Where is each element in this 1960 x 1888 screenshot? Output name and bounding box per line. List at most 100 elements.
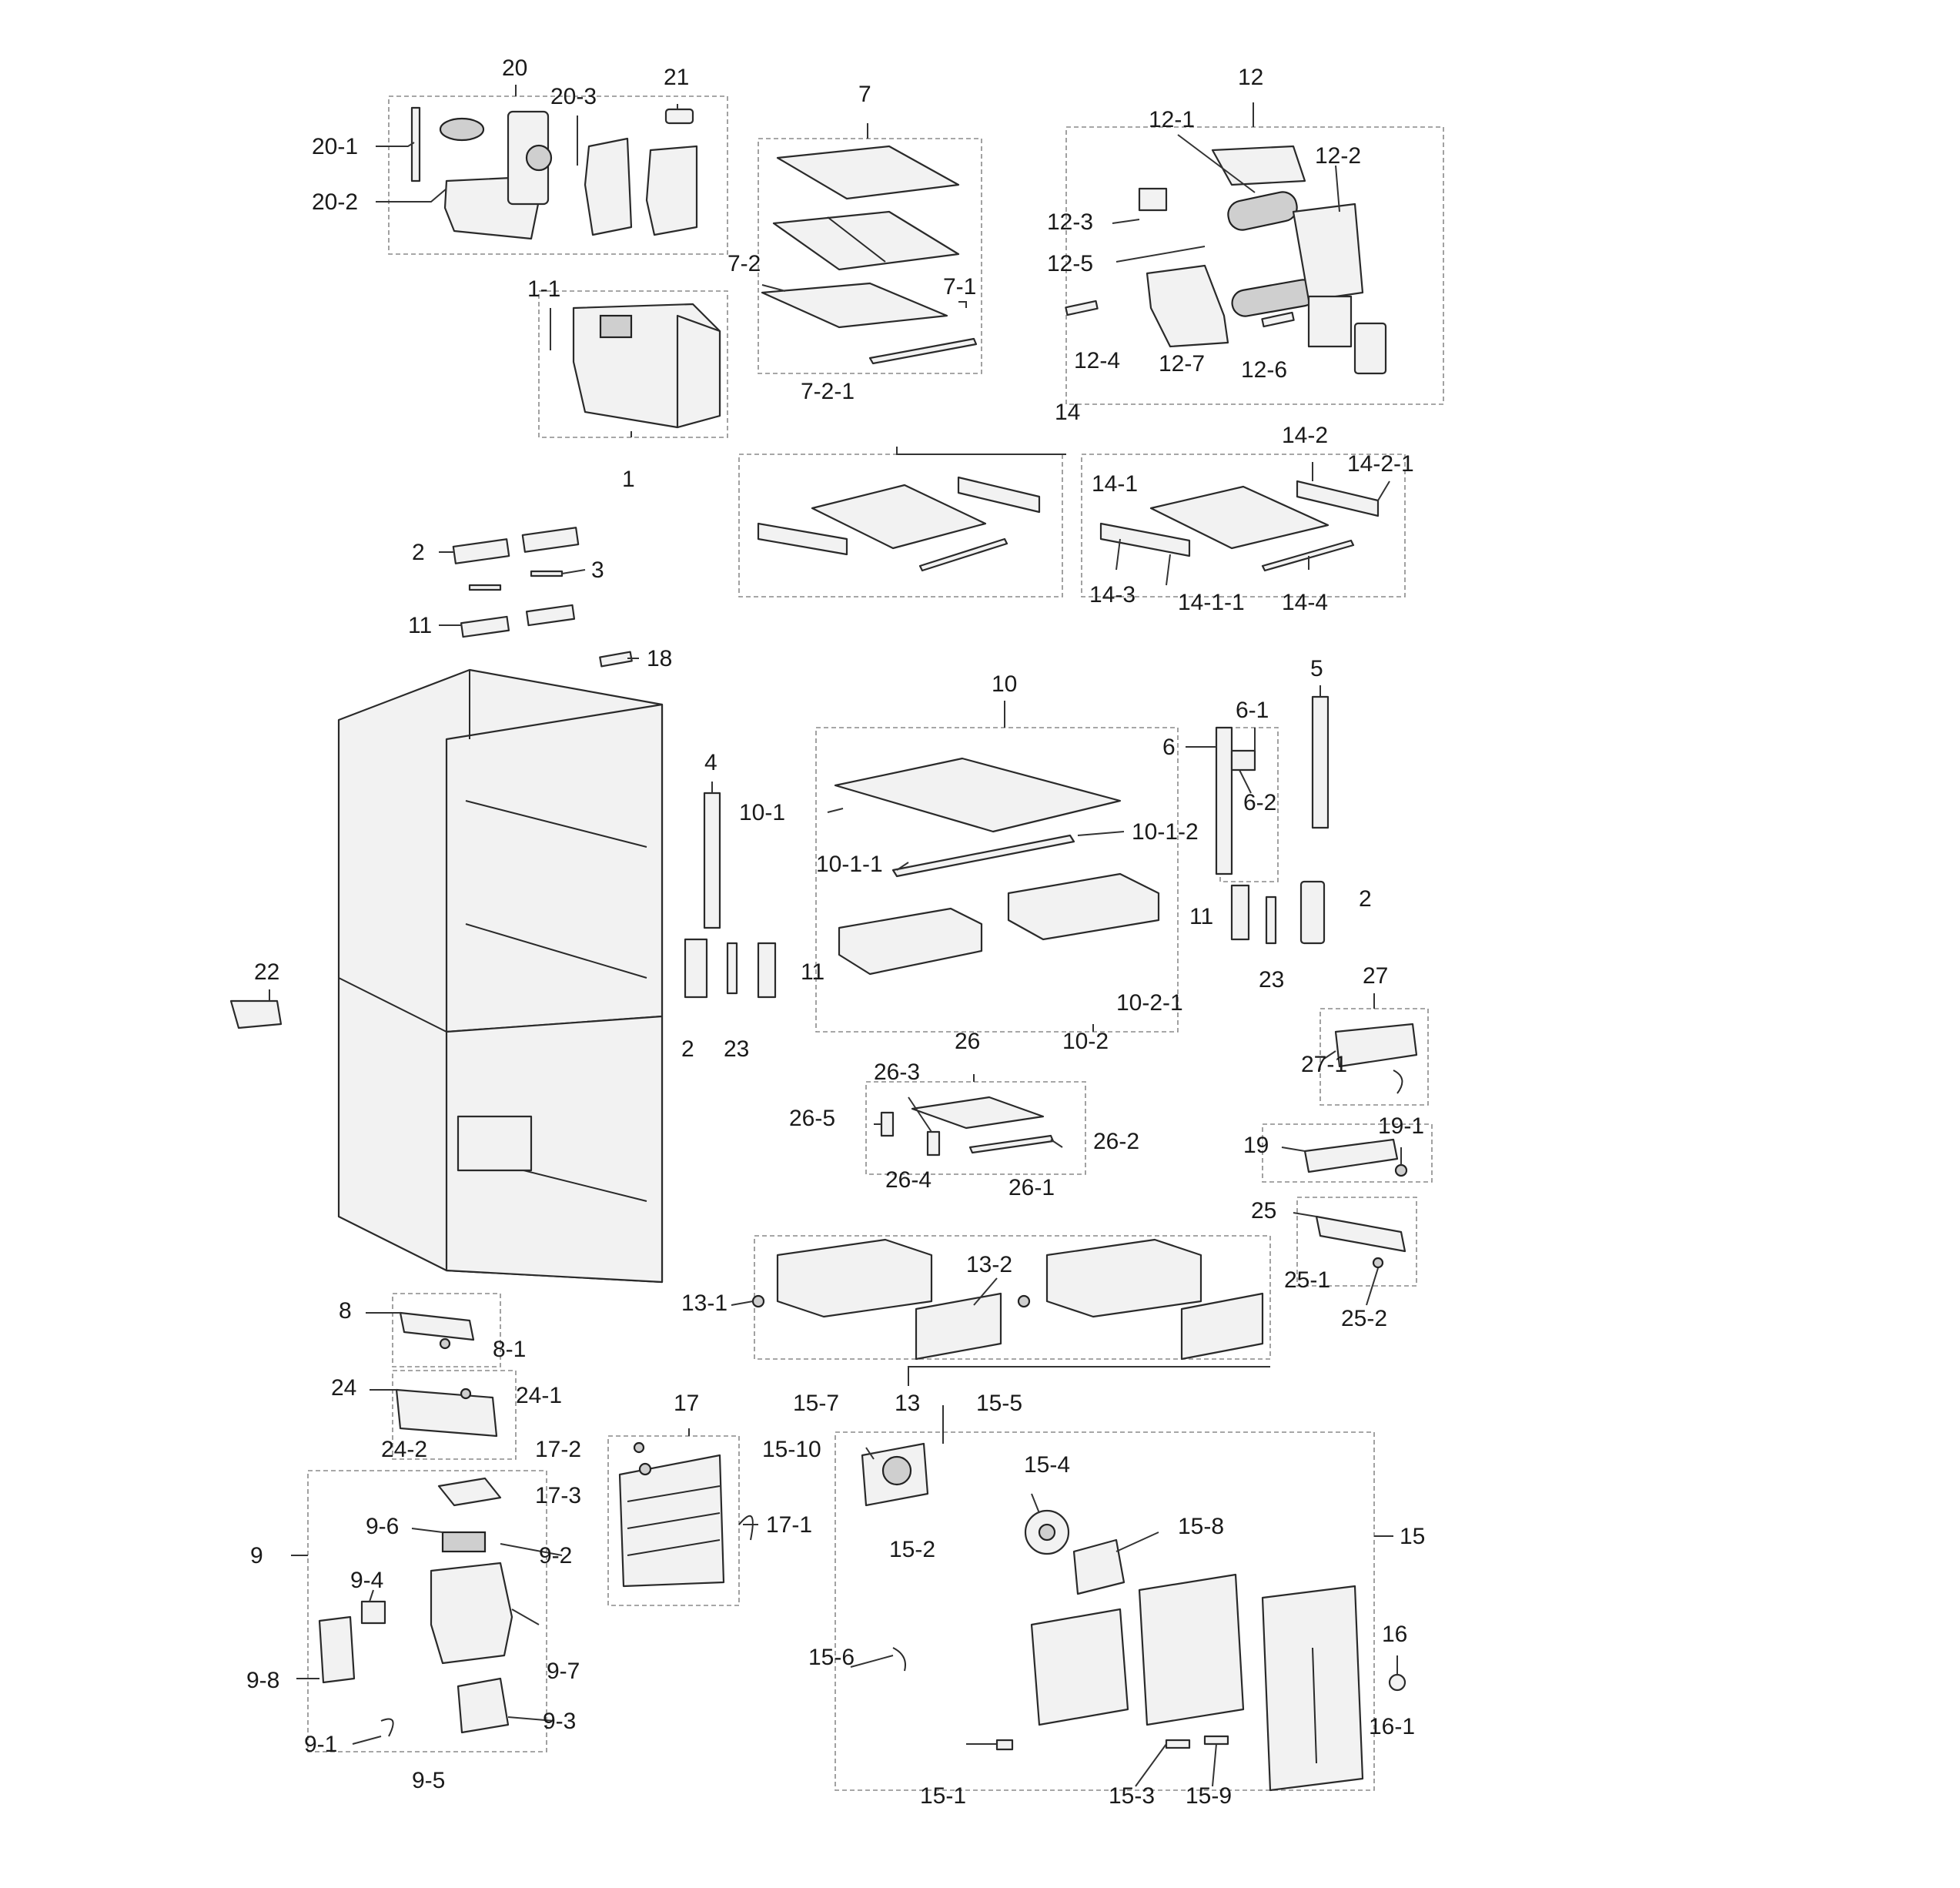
part-15-cover-a — [1030, 1608, 1129, 1726]
label-6: 6 — [1162, 735, 1176, 760]
label-6-2: 6-2 — [1243, 790, 1276, 815]
label-10-1-2: 10-1-2 — [1132, 819, 1199, 845]
part-12-top — [1211, 145, 1306, 186]
label-12-5: 12-5 — [1047, 251, 1093, 276]
box-ice-bucket-1 — [538, 290, 728, 438]
box-ice-maker-20 — [388, 95, 728, 255]
part-7-2-bracket — [761, 282, 948, 329]
box-control-12 — [1065, 126, 1444, 405]
label-3: 3 — [591, 557, 604, 583]
label-16: 16 — [1382, 1622, 1407, 1647]
label-26-5: 26-5 — [789, 1106, 835, 1131]
label-16-1: 16-1 — [1369, 1714, 1415, 1739]
box-24 — [392, 1370, 517, 1460]
drawers-13 — [751, 1238, 1264, 1361]
part-20-3-cover — [584, 137, 633, 236]
part-10-1-glass — [834, 757, 1122, 833]
label-24: 24 — [331, 1375, 356, 1401]
label-25: 25 — [1251, 1198, 1276, 1224]
part-filter-2 — [1231, 279, 1317, 317]
vents-top — [452, 527, 633, 668]
part-9-3-motor — [457, 1677, 510, 1734]
label-17-2: 17-2 — [535, 1437, 581, 1462]
label-15-8: 15-8 — [1178, 1514, 1224, 1539]
box-15 — [835, 1431, 1375, 1791]
group-boxes — [307, 95, 1444, 1791]
box-19 — [1262, 1123, 1433, 1183]
part-9-4 — [360, 1600, 386, 1625]
label-2-right: 2 — [1359, 886, 1372, 912]
label-11-left: 11 — [801, 959, 824, 985]
part-4-rail — [703, 792, 721, 929]
part-2-side-b — [1299, 880, 1326, 945]
part-9-frame — [437, 1477, 502, 1507]
label-18: 18 — [647, 646, 672, 671]
part-18 — [599, 651, 633, 668]
label-24-1: 24-1 — [516, 1383, 562, 1408]
part-26-1-trim — [968, 1134, 1055, 1154]
label-10-1: 10-1 — [739, 800, 785, 825]
label-23-right: 23 — [1259, 967, 1284, 993]
label-12: 12 — [1238, 65, 1263, 90]
shelves-10 — [834, 757, 1160, 976]
part-15-cover-b — [1138, 1573, 1245, 1726]
part-9-2 — [441, 1531, 487, 1553]
ice-bucket-1 — [572, 303, 721, 429]
part-21 — [664, 108, 694, 125]
label-9-8: 9-8 — [246, 1668, 279, 1693]
part-cover-2 — [645, 145, 698, 236]
part-23-b — [1265, 895, 1277, 945]
cabinet-freezer-bin — [457, 1115, 533, 1172]
label-13-2: 13-2 — [966, 1252, 1012, 1277]
label-10-2-1: 10-2-1 — [1116, 990, 1183, 1016]
label-2-top: 2 — [412, 540, 425, 565]
label-5: 5 — [1310, 656, 1323, 681]
label-12-4: 12-4 — [1074, 348, 1120, 373]
label-14: 14 — [1055, 400, 1080, 425]
evaporator-17 — [618, 1441, 754, 1588]
shelves-14 — [757, 476, 1380, 572]
part-13-1-a — [751, 1294, 765, 1308]
part-2-vent-a — [452, 538, 510, 564]
part-11-side-a — [757, 942, 777, 999]
box-shelves-10 — [815, 727, 1179, 1033]
label-9-1: 9-1 — [304, 1732, 337, 1757]
part-17-2 — [633, 1441, 645, 1454]
label-12-1: 12-1 — [1149, 107, 1195, 132]
part-motor-gear — [525, 144, 553, 172]
label-22: 22 — [254, 959, 279, 985]
label-6-1: 6-1 — [1236, 698, 1269, 723]
label-9: 9 — [250, 1543, 263, 1568]
label-14-2: 14-2 — [1282, 423, 1328, 448]
part-7-1-trim — [868, 337, 978, 365]
label-13-1: 13-1 — [681, 1290, 727, 1316]
part-11-side-b — [1230, 884, 1250, 941]
label-21: 21 — [664, 65, 689, 90]
label-15-7: 15-7 — [793, 1391, 839, 1416]
label-2-left: 2 — [681, 1036, 694, 1062]
part-24 — [395, 1388, 498, 1438]
part-27 — [1334, 1023, 1418, 1068]
part-26-4 — [926, 1130, 941, 1157]
part-14-2-bracket — [1296, 480, 1380, 517]
label-19: 19 — [1243, 1133, 1269, 1158]
part-8 — [399, 1311, 475, 1341]
label-12-2: 12-2 — [1315, 143, 1361, 169]
part-ice-bucket-motor — [599, 314, 633, 339]
label-9-4: 9-4 — [350, 1568, 383, 1593]
label-7-1: 7-1 — [943, 274, 976, 300]
label-20: 20 — [502, 55, 527, 81]
box-17 — [607, 1435, 740, 1606]
part-15-7-fan — [881, 1455, 912, 1486]
label-23-left: 23 — [724, 1036, 749, 1062]
part-12-panel — [1146, 264, 1229, 348]
label-4: 4 — [704, 750, 717, 775]
part-27-assembly — [1334, 1023, 1418, 1094]
parts-19-25 — [1303, 1138, 1408, 1269]
label-7-2: 7-2 — [727, 251, 761, 276]
label-15-9: 15-9 — [1186, 1783, 1232, 1809]
label-17-3: 17-3 — [535, 1483, 581, 1508]
part-13-drawer-a — [776, 1238, 933, 1318]
